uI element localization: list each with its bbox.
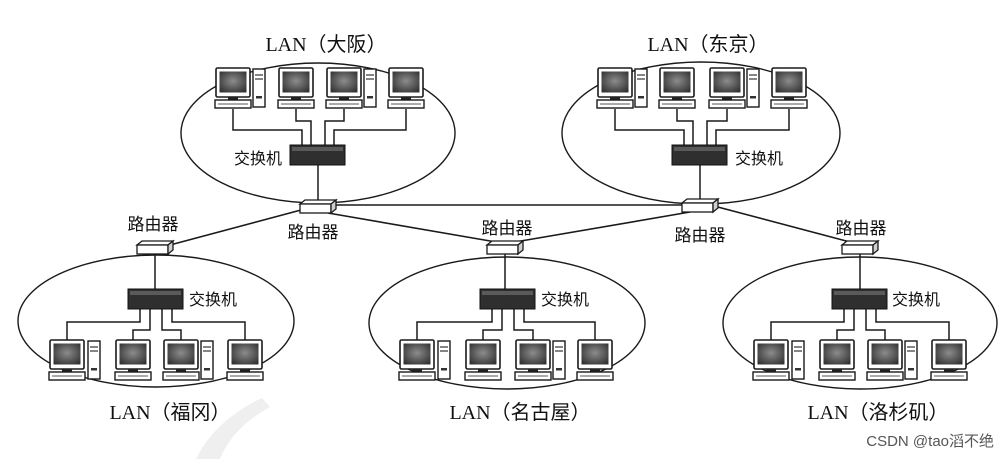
lan-fukuoka: 交换机 LAN（福冈） [17, 254, 295, 424]
computer-icon [658, 67, 696, 109]
computer-icon [464, 339, 502, 381]
computer-tower-icon [634, 68, 648, 108]
computer-tower-icon [552, 340, 566, 380]
computer-icon [48, 339, 86, 381]
switch-icon [831, 288, 888, 310]
router-link-osaka-fukuoka [169, 209, 302, 246]
lan-label: LAN（大阪） [265, 33, 386, 56]
computer-icon [576, 339, 614, 381]
computer-tower-icon [200, 340, 214, 380]
router-link-tokyo-nagoya [514, 211, 691, 243]
computer-icon [162, 339, 200, 381]
switch-label: 交换机 [892, 291, 940, 309]
lan-label: LAN（东京） [647, 33, 768, 56]
router-link-tokyo-los-angeles [713, 205, 851, 243]
computer-tower-icon [252, 68, 266, 108]
computer-icon [930, 339, 968, 381]
network-cable [171, 309, 246, 340]
network-cable [875, 309, 950, 340]
computer-icon [277, 67, 315, 109]
router-label: 路由器 [836, 219, 887, 238]
switch-label: 交换机 [541, 291, 589, 309]
network-cable [676, 109, 694, 145]
computer-icon [752, 339, 790, 381]
computer-tower-icon [87, 340, 101, 380]
router-label: 路由器 [288, 223, 339, 242]
network-cable [523, 309, 596, 340]
switch-icon [127, 288, 184, 310]
lan-boundary [17, 254, 295, 388]
network-cable [836, 309, 855, 340]
network-cable [232, 109, 303, 145]
switch-label: 交换机 [735, 150, 783, 168]
lan-osaka: 交换机 LAN（大阪） [180, 33, 456, 204]
lan-tokyo: 交换机 LAN（东京） [561, 33, 841, 205]
lan-label: LAN（名古屋） [449, 401, 590, 424]
router-tokyo: 路由器 [675, 198, 726, 245]
computer-icon [596, 67, 634, 109]
router-label: 路由器 [128, 215, 179, 234]
computer-tower-icon [904, 340, 918, 380]
router-fukuoka: 路由器 [128, 215, 179, 255]
network-cable [295, 109, 312, 145]
network-cable [161, 309, 182, 340]
switch-label: 交换机 [189, 291, 237, 309]
network-cable [715, 109, 790, 145]
router-label: 路由器 [482, 219, 533, 238]
network-cable [513, 309, 534, 340]
router-icon [681, 198, 719, 213]
wan-links [169, 204, 851, 246]
router-icon [136, 240, 174, 255]
computer-tower-icon [437, 340, 451, 380]
network-cable [482, 309, 503, 340]
router-icon [486, 240, 524, 255]
computer-icon [514, 339, 552, 381]
network-cable [324, 109, 345, 145]
computer-icon [325, 67, 363, 109]
lan-label: LAN（洛杉矶） [807, 401, 948, 424]
network-cable [770, 309, 845, 340]
network-cable [416, 309, 493, 340]
computer-icon [708, 67, 746, 109]
switch-icon [671, 144, 728, 166]
computer-icon [387, 67, 425, 109]
lan-label: LAN（福冈） [109, 401, 230, 424]
computer-icon [770, 67, 808, 109]
computer-icon [866, 339, 904, 381]
network-cable [706, 109, 728, 145]
network-cable [865, 309, 886, 340]
computer-tower-icon [746, 68, 760, 108]
router-link-osaka-nagoya [327, 212, 497, 243]
watermark-text: CSDN @tao滔不绝 [866, 433, 994, 450]
computer-tower-icon [791, 340, 805, 380]
lan-los-angeles: 交换机 LAN（洛杉矶） [722, 254, 998, 424]
switch-icon [289, 144, 346, 166]
router-los-angeles: 路由器 [836, 219, 887, 255]
switch-icon [479, 288, 536, 310]
router-icon [841, 240, 879, 255]
lan-boundary [368, 256, 646, 390]
network-cable [333, 109, 407, 145]
router-nagoya: 路由器 [482, 219, 533, 255]
network-cable [614, 109, 685, 145]
computer-icon [226, 339, 264, 381]
computer-icon [398, 339, 436, 381]
switch-label: 交换机 [234, 150, 282, 168]
router-osaka: 路由器 [288, 199, 339, 242]
lan-nagoya: 交换机 LAN（名古屋） [368, 254, 646, 424]
computer-icon [114, 339, 152, 381]
computer-icon [818, 339, 856, 381]
router-label: 路由器 [675, 226, 726, 245]
network-cable [132, 309, 151, 340]
watermark-swoosh [196, 398, 270, 459]
computer-icon [214, 67, 252, 109]
computer-tower-icon [363, 68, 377, 108]
router-icon [299, 199, 337, 214]
network-cable [66, 309, 141, 340]
